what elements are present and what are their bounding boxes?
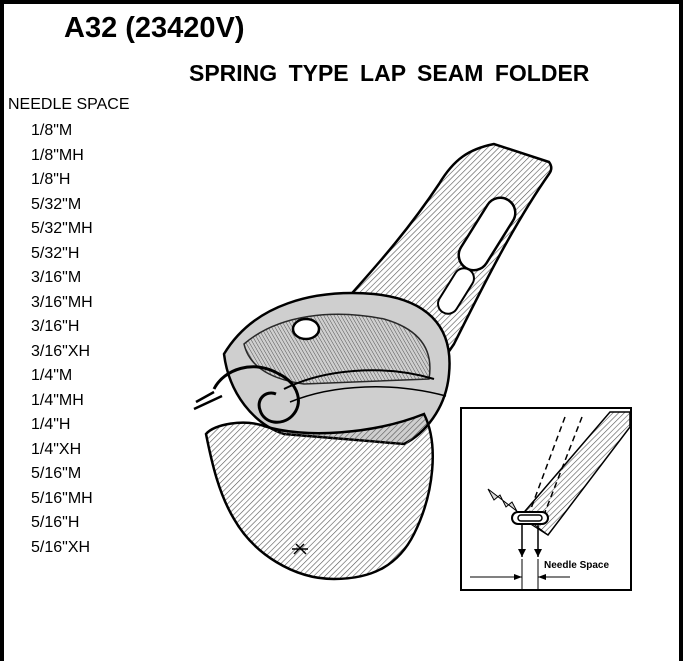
size-item: 1/4"XH bbox=[31, 440, 82, 458]
size-item: 1/8"M bbox=[31, 122, 73, 139]
model-number: A32 (23420V) bbox=[64, 12, 245, 44]
size-item: 1/8"MH bbox=[31, 146, 84, 164]
size-item: 5/32"MH bbox=[31, 220, 93, 237]
size-item: 3/16"M bbox=[31, 269, 82, 286]
size-item: 5/16"XH bbox=[31, 538, 91, 556]
needle-space-list: 1/8"M 1/8"MH 1/8"H 5/32"M 5/32"MH 5/32"H… bbox=[31, 119, 93, 560]
needle-space-heading: NEEDLE SPACE bbox=[8, 96, 130, 113]
size-item: 5/16"H bbox=[31, 514, 80, 531]
size-item: 1/4"H bbox=[31, 416, 71, 433]
size-item: 1/8"H bbox=[31, 171, 71, 188]
size-item: 1/4"MH bbox=[31, 391, 84, 409]
needle-space-diagram: Needle Space bbox=[460, 407, 632, 591]
size-item: 1/4"M bbox=[31, 367, 73, 384]
needle-space-label: Needle Space bbox=[544, 560, 609, 571]
folder-illustration bbox=[193, 142, 553, 581]
product-title: SPRING TYPE LAP SEAM FOLDER bbox=[189, 60, 590, 86]
size-item: 3/16"MH bbox=[31, 293, 93, 311]
size-item: 3/16"XH bbox=[31, 342, 91, 360]
size-item: 5/32"M bbox=[31, 195, 82, 213]
size-item: 5/16"MH bbox=[31, 489, 93, 507]
size-item: 3/16"H bbox=[31, 318, 80, 335]
size-item: 5/32"H bbox=[31, 244, 80, 262]
size-item: 5/16"M bbox=[31, 465, 82, 482]
